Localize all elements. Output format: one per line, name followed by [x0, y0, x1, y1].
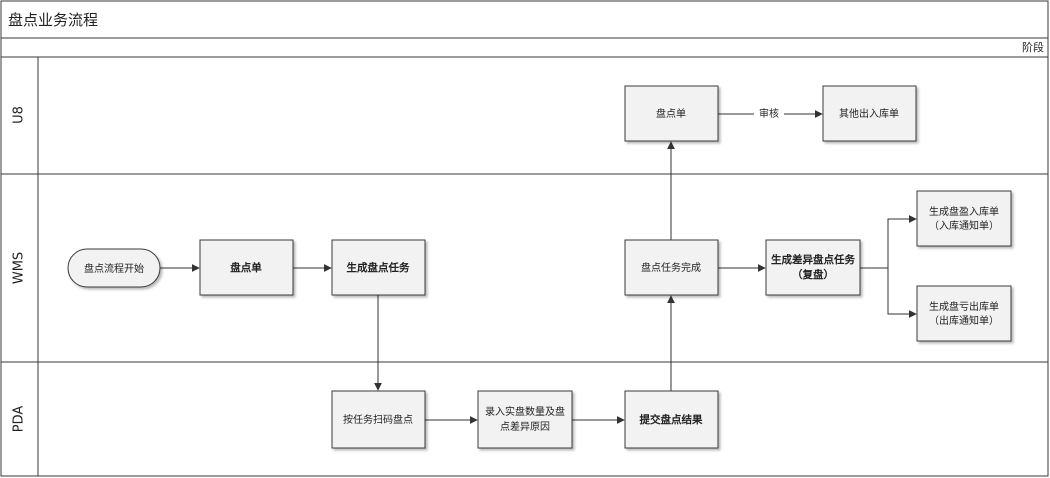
node-start-label: 盘点流程开始 [84, 262, 144, 275]
node-loss-label-line1: 生成盘亏出库单 [929, 300, 999, 313]
node-wms-doc-label: 盘点单 [230, 261, 262, 274]
node-gain-label-line2: （入库通知单） [929, 219, 999, 232]
node-task-done [624, 239, 719, 296]
node-wms-doc [199, 239, 294, 296]
edge-label-bg [754, 106, 784, 121]
node-diff-task-label-line2: （复盘） [792, 268, 834, 281]
lane-label-wms: WMS [12, 252, 27, 284]
node-other-io [822, 85, 917, 142]
node-gen-task-label: 生成盘点任务 [347, 261, 410, 274]
lane-label-u8: U8 [12, 106, 27, 124]
node-u8-doc-label: 盘点单 [656, 107, 686, 120]
node-scan [331, 390, 426, 449]
node-loss [916, 285, 1012, 342]
edge-diff-task-to-loss [860, 267, 917, 318]
node-u8-doc [624, 85, 719, 142]
phase-label: 阶段 [1022, 40, 1044, 54]
node-gain [916, 190, 1012, 247]
node-loss-label-line2: （出库通知单） [929, 314, 999, 327]
node-gen-task [331, 239, 426, 296]
diagram-title: 盘点业务流程 [8, 11, 98, 29]
node-input [477, 390, 573, 449]
node-gain-label-line1: 生成盘盈入库单 [929, 205, 999, 218]
nodes: 盘点流程开始 盘点单 生成盘点任务 按任务扫码盘点 录入实盘数量及盘 点差异原因… [67, 85, 1012, 449]
node-submit-label: 提交盘点结果 [640, 413, 703, 426]
node-submit [624, 390, 719, 449]
node-task-done-label: 盘点任务完成 [641, 261, 701, 274]
edges [160, 110, 917, 424]
node-scan-label: 按任务扫码盘点 [343, 413, 413, 426]
node-input-label-line1: 录入实盘数量及盘 [485, 405, 565, 418]
node-diff-task [765, 239, 861, 296]
node-diff-task-label-line1: 生成差异盘点任务 [771, 253, 855, 266]
node-input-label-line2: 点差异原因 [500, 420, 550, 433]
lane-label-pda: PDA [12, 406, 27, 433]
node-start [67, 248, 161, 288]
node-other-io-label: 其他出入库单 [839, 107, 899, 120]
edge-label-approve: 审核 [759, 107, 779, 120]
